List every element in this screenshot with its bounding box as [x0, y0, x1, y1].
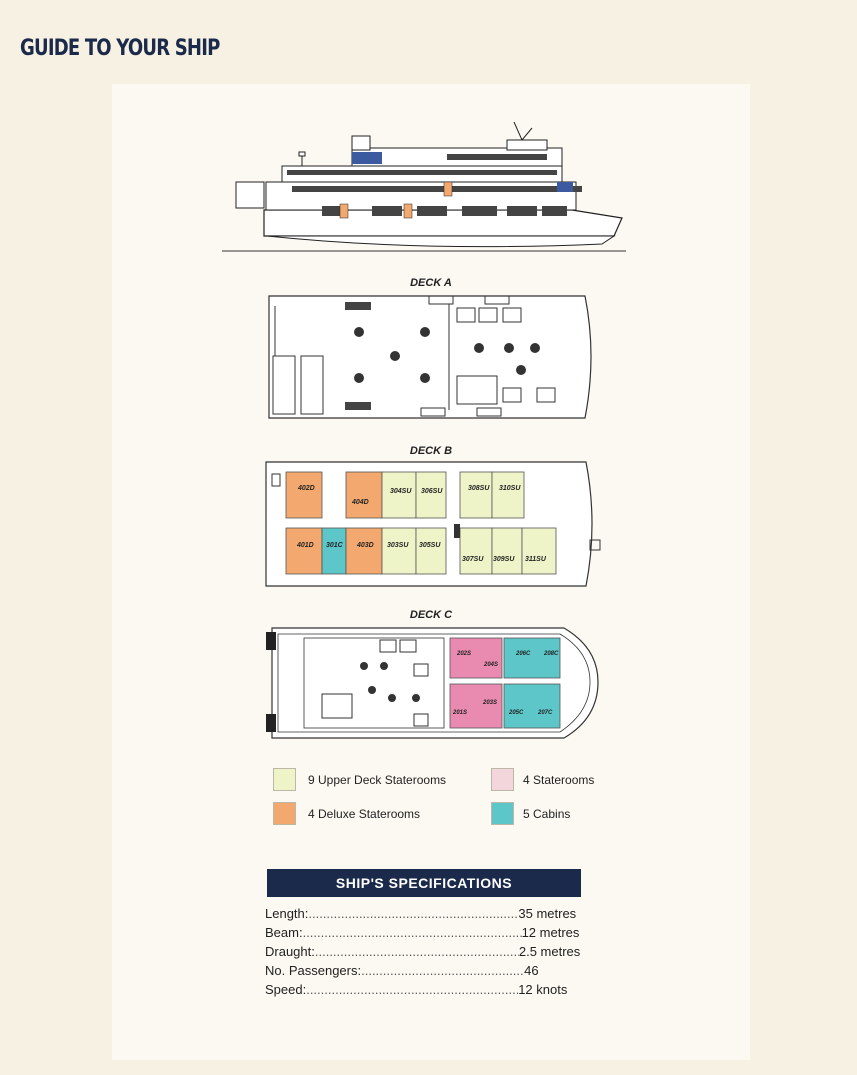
room-label: 306SU	[421, 488, 443, 495]
deck-c-label: DECK C	[409, 609, 453, 621]
spec-leader-dots: ........................................…	[306, 982, 518, 997]
spec-value: 46	[524, 963, 539, 978]
room-label: 204S	[483, 662, 498, 668]
spec-value: 12 metres	[521, 925, 580, 940]
room-label: 403D	[356, 542, 374, 549]
room-label: 207C	[537, 710, 553, 716]
spec-row-draught: Draught: ...............................…	[265, 944, 595, 963]
legend-swatch	[273, 768, 296, 791]
legend-cabins: 5 Cabins	[491, 802, 570, 825]
room-label: 310SU	[499, 485, 521, 492]
room-label: 203S	[482, 700, 497, 706]
legend-staterooms: 4 Staterooms	[491, 768, 594, 791]
spec-leader-dots: ........................................…	[361, 963, 525, 978]
ship-profile-drawing	[222, 121, 626, 252]
legend-label: 9 Upper Deck Staterooms	[308, 772, 447, 787]
room-label: 304SU	[390, 488, 412, 495]
spec-label: Beam:	[265, 925, 303, 940]
spec-leader-dots: ........................................…	[308, 906, 518, 921]
spec-row-passengers: No. Passengers: ........................…	[265, 963, 595, 982]
room-label: 208C	[543, 651, 559, 657]
spec-value: 12 knots	[518, 982, 568, 997]
room-label: 202S	[456, 651, 471, 657]
legend-deluxe: 4 Deluxe Staterooms	[273, 802, 420, 825]
room-label: 307SU	[462, 556, 484, 563]
deck-a-plan	[268, 295, 592, 419]
spec-row-length: Length: ................................…	[265, 906, 595, 925]
room-label: 301C	[326, 542, 344, 549]
spec-value: 2.5 metres	[518, 944, 581, 959]
spec-leader-dots: ........................................…	[314, 944, 519, 959]
room-label: 401D	[296, 542, 314, 549]
legend-label: 5 Cabins	[523, 806, 571, 821]
room-label: 404D	[351, 499, 369, 506]
spec-label: Draught:	[265, 944, 315, 959]
room-label: 308SU	[468, 485, 490, 492]
page-title: GUIDE TO YOUR SHIP	[20, 36, 220, 61]
room-label: 303SU	[387, 542, 409, 549]
spec-label: Speed:	[265, 982, 307, 997]
legend-swatch	[491, 768, 514, 791]
specs-header: SHIP'S SPECIFICATIONS	[267, 869, 581, 897]
legend-swatch	[273, 802, 296, 825]
room-label: 309SU	[493, 556, 515, 563]
spec-label: Length:	[265, 906, 309, 921]
spec-row-speed: Speed: .................................…	[265, 982, 595, 1001]
room-label: 205C	[508, 710, 524, 716]
spec-label: No. Passengers:	[265, 963, 362, 978]
room-label: 311SU	[525, 556, 547, 563]
legend-upper-deck: 9 Upper Deck Staterooms	[273, 768, 446, 791]
legend-swatch	[491, 802, 514, 825]
room-label: 201S	[452, 710, 467, 716]
deck-a-label: DECK A	[410, 277, 452, 289]
deck-b-label: DECK B	[409, 445, 453, 457]
deck-c-plan: 202S 204S 206C 208C 201S 203S 205C 207C	[266, 627, 599, 739]
room-label: 206C	[515, 651, 531, 657]
room-label: 305SU	[419, 542, 441, 549]
legend-label: 4 Staterooms	[523, 772, 595, 787]
spec-row-beam: Beam: ..................................…	[265, 925, 595, 944]
spec-value: 35 metres	[518, 906, 577, 921]
deck-b-plan: 402D 404D 304SU 306SU 308SU 310SU 401D 3…	[265, 461, 601, 587]
legend-label: 4 Deluxe Staterooms	[308, 806, 421, 821]
spec-leader-dots: ........................................…	[302, 925, 522, 940]
room-label: 402D	[297, 485, 315, 492]
